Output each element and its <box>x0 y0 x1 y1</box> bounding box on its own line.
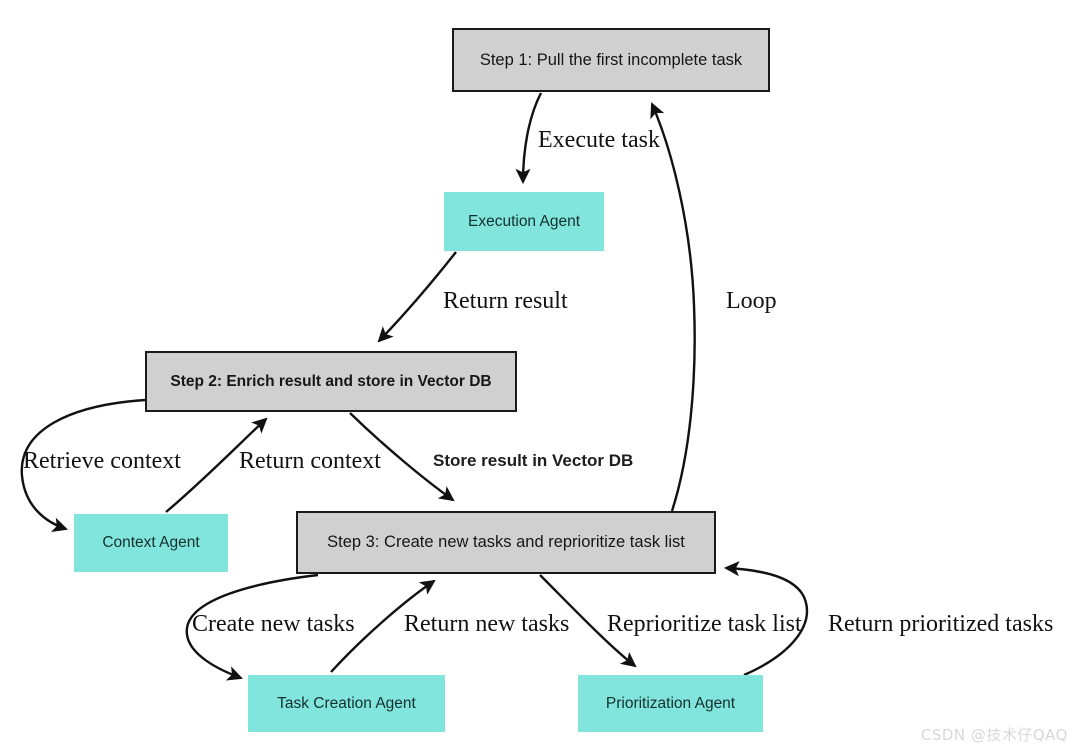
edge-label-loop: Loop <box>726 288 777 314</box>
node-prioritization-agent[interactable]: Prioritization Agent <box>578 675 763 732</box>
edge-label-return-context: Return context <box>239 448 381 474</box>
edge-label-store-result: Store result in Vector DB <box>433 451 634 470</box>
node-context-agent[interactable]: Context Agent <box>74 514 228 572</box>
edge-label-return-result: Return result <box>443 288 568 314</box>
node-task-creation-agent[interactable]: Task Creation Agent <box>248 675 445 732</box>
node-step2-label: Step 2: Enrich result and store in Vecto… <box>170 372 492 390</box>
node-step1-label: Step 1: Pull the first incomplete task <box>479 50 743 69</box>
edge-label-return-new-tasks: Return new tasks <box>404 611 570 637</box>
edge-label-retrieve-context: Retrieve context <box>23 448 181 474</box>
connector-loop <box>650 102 696 512</box>
node-step2[interactable]: Step 2: Enrich result and store in Vecto… <box>145 351 517 412</box>
edge-label-execute-task: Execute task <box>538 127 660 153</box>
node-execution-agent-label: Execution Agent <box>467 212 581 230</box>
node-step3-label: Step 3: Create new tasks and reprioritiz… <box>327 533 685 552</box>
edge-label-return-prioritized-tasks: Return prioritized tasks <box>828 611 1054 637</box>
node-prioritization-agent-label: Prioritization Agent <box>605 694 736 712</box>
node-step1[interactable]: Step 1: Pull the first incomplete task <box>452 28 770 92</box>
edge-label-create-new-tasks: Create new tasks <box>192 611 355 637</box>
node-step3[interactable]: Step 3: Create new tasks and reprioritiz… <box>296 511 716 574</box>
edge-label-reprioritize-task-list: Reprioritize task list <box>607 611 802 637</box>
node-context-agent-label: Context Agent <box>102 534 200 552</box>
node-task-creation-agent-label: Task Creation Agent <box>277 694 416 712</box>
watermark: CSDN @技术仔QAQ <box>920 726 1068 744</box>
node-execution-agent[interactable]: Execution Agent <box>444 192 604 251</box>
